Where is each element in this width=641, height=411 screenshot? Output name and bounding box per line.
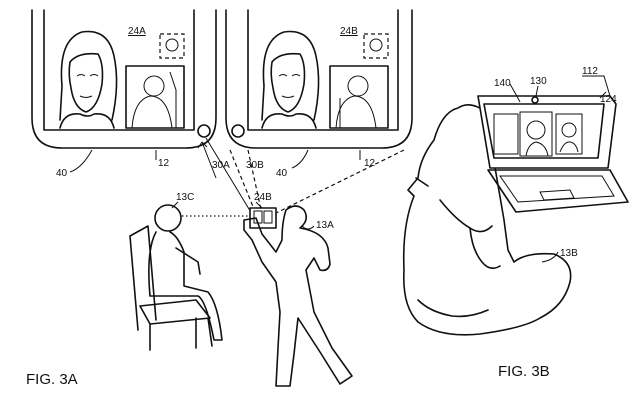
device-24b [225, 9, 413, 149]
front-camera-icon [231, 124, 245, 138]
label-30a: 30A [212, 160, 230, 171]
label-12-left: 12 [158, 158, 170, 169]
label-24a: 24A [128, 26, 146, 37]
projection-lines [205, 137, 405, 215]
label-24b-small: 24B [254, 192, 272, 203]
label-112: 112 [582, 66, 598, 77]
label-24b: 24B [340, 26, 358, 37]
screen-pane-left [493, 113, 519, 155]
label-13b: 13B [560, 248, 578, 259]
front-camera-icon [197, 124, 211, 138]
label-13a: 13A [316, 220, 334, 231]
person-13c-seated [129, 204, 223, 351]
label-124: 124 [600, 94, 617, 105]
remote-face-image [59, 30, 118, 129]
webcam-130 [531, 96, 539, 104]
label-40-left: 40 [56, 168, 68, 179]
person-13a-standing [243, 205, 353, 387]
laptop-base [487, 169, 629, 213]
leader-lines [69, 75, 611, 263]
thumbnail-dashed [159, 33, 185, 59]
label-40-right: 40 [276, 168, 288, 179]
self-view-inset [329, 65, 389, 129]
remote-face-image [261, 30, 320, 129]
caption-fig-3b: FIG. 3B [498, 363, 550, 380]
self-view-inset [125, 65, 185, 129]
caption-fig-3a: FIG. 3A [26, 371, 78, 388]
label-13c: 13C [176, 192, 194, 203]
screen-pane-right [555, 113, 583, 155]
label-140: 140 [494, 78, 511, 89]
device-24a [31, 9, 217, 149]
label-130: 130 [530, 76, 547, 87]
label-12-right: 12 [364, 158, 376, 169]
laptop-112 [477, 95, 629, 213]
label-30b: 30B [246, 160, 264, 171]
thumbnail-dashed [363, 33, 389, 59]
screen-pane-center [519, 111, 553, 157]
